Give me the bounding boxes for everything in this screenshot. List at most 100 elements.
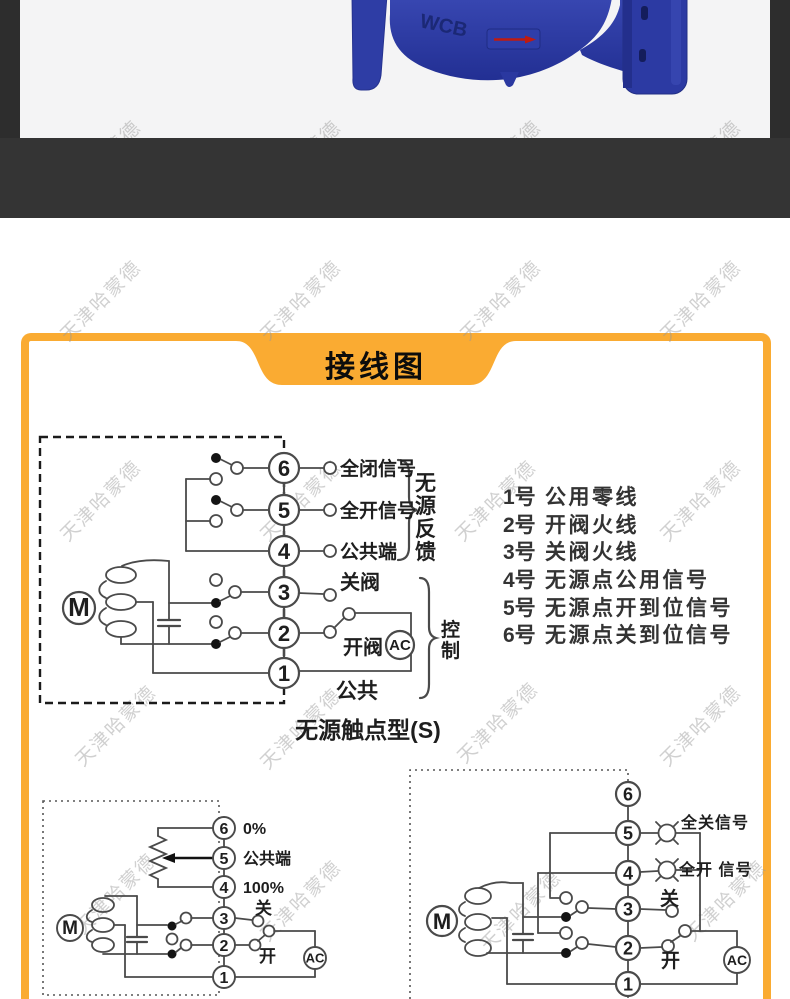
product-photo-section: WCB (20, 0, 770, 138)
wire-desc: 关阀火线 (545, 541, 639, 565)
motor-circuit: M (425, 881, 617, 985)
label-close-valve: 关阀 (340, 570, 380, 594)
wiring-diagram-card (21, 333, 771, 999)
terminal-2: 2 (278, 621, 290, 646)
control-brace (418, 576, 440, 700)
terminal-4: 4 (220, 880, 229, 897)
terminal-row: 6 5 4 3 2 1 (212, 816, 236, 989)
wiper-arrow (162, 853, 175, 863)
ac-label: AC (389, 637, 411, 654)
valve-photo: WCB (351, 0, 688, 95)
flow-arrow-head (525, 35, 536, 44)
bottom-right-diagram: M (409, 769, 752, 999)
lamp-5 (639, 821, 701, 845)
legend-row: 1号公用零线 (503, 482, 733, 510)
feedback-wiring (537, 832, 617, 934)
actuator-dotted-box (409, 769, 629, 999)
valve-body-drawing: WCB (351, 0, 688, 95)
label-full-close-signal: 全闭信号 (339, 457, 416, 480)
right-dark-edge (770, 0, 790, 138)
bottom-left-diagram: M (42, 800, 327, 996)
terminal-row: 6 5 4 3 2 1 (614, 780, 642, 998)
wire-number: 5号 (503, 596, 536, 620)
label-control: 控制 (441, 620, 461, 662)
terminal-4: 4 (278, 539, 291, 564)
motor-circuit: M (61, 559, 270, 674)
terminal-1: 1 (278, 661, 290, 686)
valve-drain-plug (500, 72, 519, 87)
label-open-valve: 开阀 (343, 636, 383, 659)
potentiometer (147, 827, 214, 888)
label-open: 开 (661, 951, 680, 972)
terminal-5: 5 (220, 851, 229, 868)
ac-label: AC (727, 952, 747, 968)
wire-desc: 无源点开到位信号 (545, 596, 733, 620)
ac-branch: AC (639, 904, 751, 985)
actuator-dashed-box (38, 435, 286, 705)
control-switches (165, 911, 214, 959)
label-open: 开 (259, 947, 276, 966)
top-diagram: M (38, 435, 441, 743)
terminal-3: 3 (278, 580, 290, 605)
legend-row: 2号开阀火线 (503, 510, 733, 538)
header-tab-shape (236, 341, 516, 385)
control-switches (559, 891, 617, 958)
dark-divider-band (0, 138, 790, 218)
valve-left-flange (351, 0, 388, 91)
terminal-3: 3 (220, 911, 229, 928)
terminal-3: 3 (623, 900, 633, 920)
label-close: 关 (255, 898, 272, 918)
flange-inner-shadow (623, 0, 632, 88)
wire-number: 2号 (503, 513, 536, 537)
wire-number: 4号 (503, 568, 536, 592)
label-passive-feedback: 无源反馈 (415, 472, 436, 564)
terminal-1: 1 (623, 975, 633, 995)
flange-highlight (671, 0, 681, 85)
control-switches (209, 573, 270, 649)
motor-label: M (68, 592, 90, 622)
terminal-5: 5 (278, 498, 290, 523)
terminal-4: 4 (623, 864, 633, 884)
legend-row: 4号无源点公用信号 (503, 565, 733, 593)
label-common-terminal: 公共端 (340, 540, 397, 563)
wire-number-legend: 1号公用零线 2号开阀火线 3号关阀火线 4号无源点公用信号 5号无源点开到位信… (503, 482, 733, 648)
legend-row: 3号关阀火线 (503, 537, 733, 565)
terminal-6: 6 (278, 456, 290, 481)
wire-desc: 无源点公用信号 (545, 568, 710, 592)
flange-bolt-slot (639, 49, 646, 62)
terminal-2: 2 (623, 939, 633, 959)
wire-desc: 公用零线 (545, 485, 639, 509)
label-common-terminal: 公共端 (243, 849, 291, 868)
feedback-switches (185, 453, 270, 552)
feedback-brace (396, 458, 418, 562)
left-dark-edge (0, 0, 20, 138)
label-100-percent: 100% (243, 880, 284, 897)
actuator-dotted-box (42, 800, 220, 996)
wire-number: 1号 (503, 485, 536, 509)
ac-label: AC (306, 951, 325, 966)
terminal-1: 1 (220, 970, 229, 987)
wire-desc: 开阀火线 (545, 513, 639, 537)
terminal-6: 6 (220, 821, 229, 838)
lamp-4 (639, 858, 701, 882)
terminal-5: 5 (623, 824, 633, 844)
label-full-close-signal: 全关信号 (680, 813, 749, 832)
motor-label: M (62, 918, 78, 939)
wire-number: 3号 (503, 541, 536, 565)
ac-branch: AC (297, 607, 416, 672)
motor-circuit: M (56, 895, 214, 978)
terminal-6: 6 (623, 785, 633, 805)
top-diagram-caption: 无源触点型(S) (295, 717, 441, 743)
motor-label: M (433, 909, 451, 934)
legend-row: 5号无源点开到位信号 (503, 593, 733, 621)
label-full-open-signal: 全开 信号 (678, 860, 752, 879)
terminal-2: 2 (220, 938, 229, 955)
label-close: 关 (660, 887, 679, 910)
flange-bolt-slot (641, 6, 648, 20)
terminal-row: 6 5 4 3 2 1 (267, 451, 301, 690)
legend-row: 6号无源点关到位信号 (503, 620, 733, 648)
card-title: 接线图 (325, 351, 427, 384)
label-0-percent: 0% (243, 821, 266, 838)
